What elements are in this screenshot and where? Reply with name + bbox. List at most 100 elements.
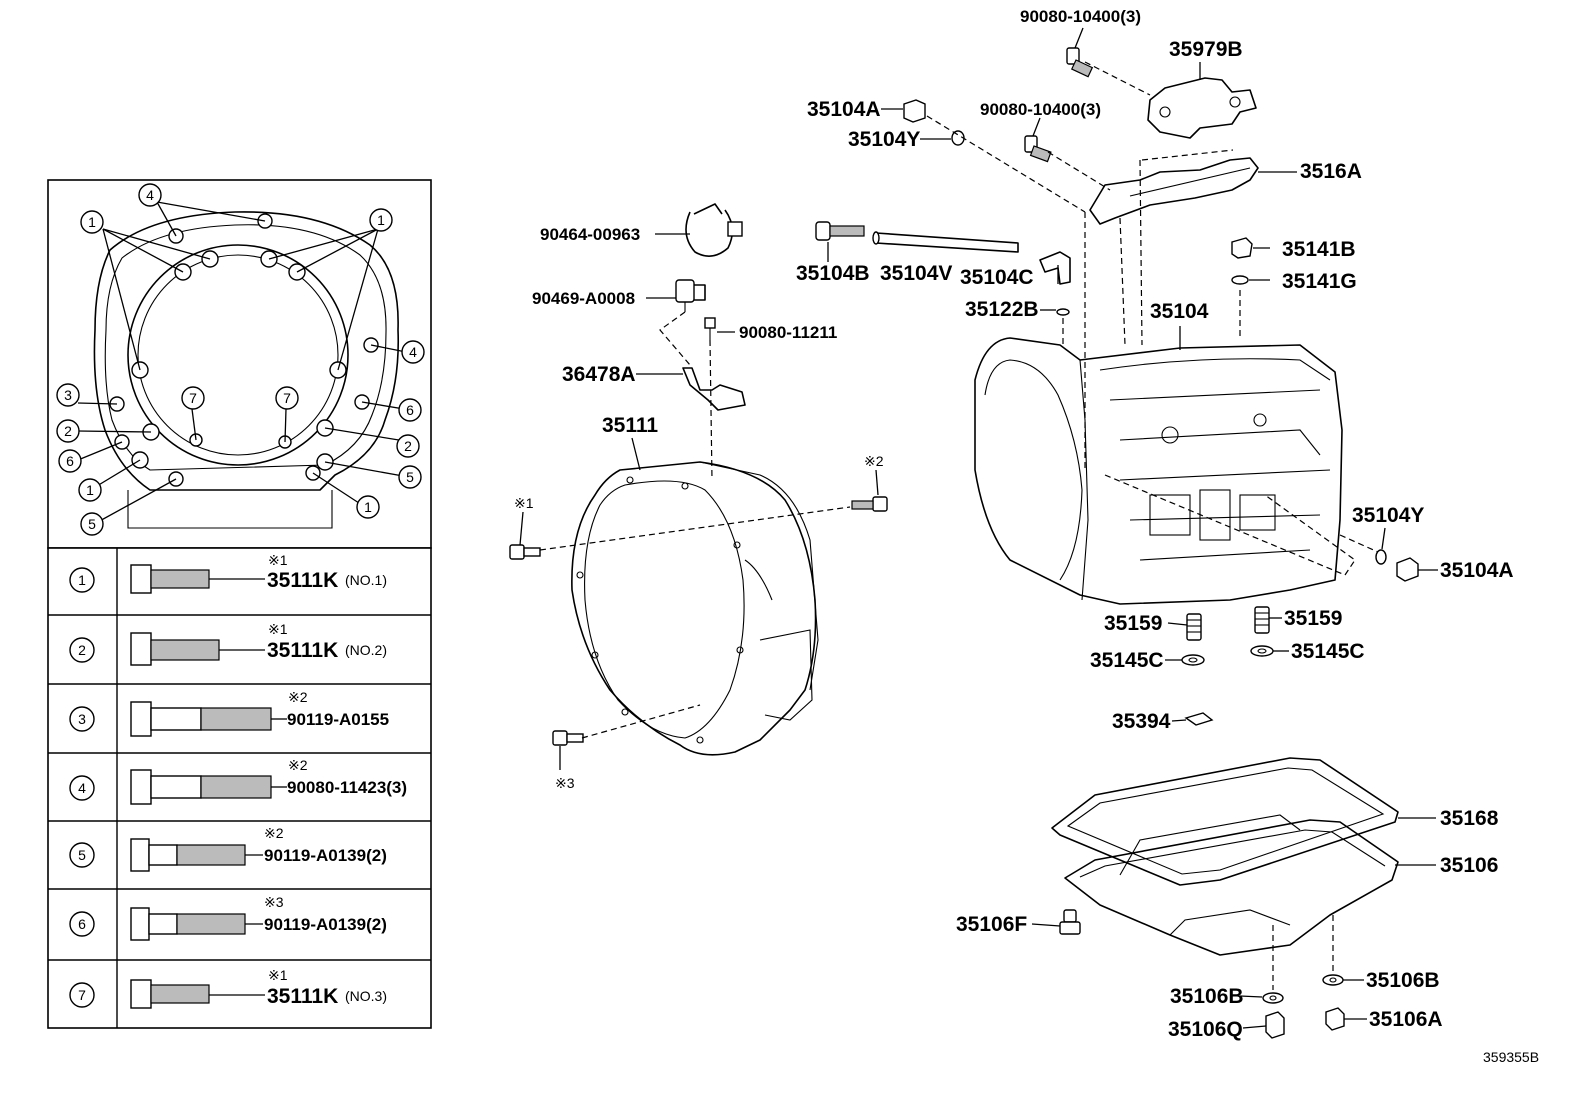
oring-35122B xyxy=(1056,308,1070,316)
label-35104Y-right: 35104Y xyxy=(1352,504,1424,527)
magnet-35394 xyxy=(1184,712,1214,726)
assembly-lines xyxy=(539,61,1379,990)
label-35159-right: 35159 xyxy=(1284,607,1342,630)
washer-35106B-right xyxy=(1322,974,1344,986)
label-note-1: ※1 xyxy=(514,495,534,511)
sensor-bracket-36478A xyxy=(682,317,746,411)
svg-text:※1: ※1 xyxy=(268,552,288,568)
table-row: 1 ※1 35111K (NO.1) xyxy=(69,552,387,594)
label-note-3: ※3 xyxy=(555,775,575,791)
svg-text:90080-11423(3): 90080-11423(3) xyxy=(287,778,407,797)
bracket-35979B xyxy=(1147,77,1257,139)
svg-text:5: 5 xyxy=(78,847,86,863)
callout-7: 7 xyxy=(283,390,291,406)
svg-text:6: 6 xyxy=(78,916,86,932)
pan-gasket-35168 xyxy=(1051,757,1399,886)
bolt-35106F xyxy=(1059,909,1081,935)
tube-35104V xyxy=(872,231,1019,253)
sensor-90469-A0008 xyxy=(675,279,706,312)
drain-plug-35106A xyxy=(1325,1007,1345,1031)
label-35168: 35168 xyxy=(1440,807,1499,830)
table-row: 4 ※2 90080-11423(3) xyxy=(69,757,407,805)
callout-6: 6 xyxy=(406,402,414,418)
plug-35104A-top xyxy=(903,99,926,123)
bell-housing-35111 xyxy=(571,461,819,756)
svg-text:(NO.3): (NO.3) xyxy=(345,988,387,1004)
part-labels: 90080-10400(3) 35979B 35104A 90080-10400… xyxy=(514,7,1514,1041)
label-90080-11211: 90080-11211 xyxy=(739,323,837,342)
label-35104V: 35104V xyxy=(880,262,952,285)
callout-1: 1 xyxy=(86,482,94,498)
table-row: 5 ※2 90119-A0139(2) xyxy=(69,825,387,872)
svg-text:※2: ※2 xyxy=(264,825,284,841)
table-row: 6 ※3 90119-A0139(2) xyxy=(69,894,387,941)
label-35104: 35104 xyxy=(1150,300,1209,323)
svg-text:※2: ※2 xyxy=(288,689,308,705)
oil-pan-35106 xyxy=(1064,814,1399,956)
svg-text:2: 2 xyxy=(78,642,86,658)
label-35104A-right: 35104A xyxy=(1440,559,1514,582)
label-35104B: 35104B xyxy=(796,262,870,285)
leader-lines xyxy=(519,27,1438,1029)
svg-text:35111K: 35111K xyxy=(267,985,338,1008)
label-35106F: 35106F xyxy=(956,913,1027,936)
label-35394: 35394 xyxy=(1112,710,1171,733)
plug-35104B xyxy=(815,221,865,241)
cover-3516A xyxy=(1089,157,1259,225)
svg-text:※2: ※2 xyxy=(288,757,308,773)
svg-text:3: 3 xyxy=(78,711,86,727)
callout-2: 2 xyxy=(404,438,412,454)
bolt-note-1 xyxy=(509,544,541,560)
plug-35159-left xyxy=(1186,613,1202,641)
label-90469-A0008: 90469-A0008 xyxy=(532,289,635,308)
label-35145C-right: 35145C xyxy=(1291,640,1365,663)
label-90080-10400-b: 90080-10400(3) xyxy=(980,100,1101,119)
label-35141G: 35141G xyxy=(1282,270,1357,293)
label-35104Y-top: 35104Y xyxy=(848,128,920,151)
svg-text:7: 7 xyxy=(78,987,86,1003)
table-row: 3 ※2 90119-A0155 xyxy=(69,689,389,737)
label-90080-10400-a: 90080-10400(3) xyxy=(1020,7,1141,26)
plug-35106Q xyxy=(1265,1011,1285,1039)
bolt-note-2 xyxy=(851,496,888,512)
bolt-90080-10400-a xyxy=(1066,47,1094,78)
callout-1: 1 xyxy=(88,214,96,230)
callout-5: 5 xyxy=(88,516,96,532)
diagram-id: 359355B xyxy=(1483,1049,1539,1065)
svg-text:90119-A0139(2): 90119-A0139(2) xyxy=(264,846,387,865)
svg-text:※3: ※3 xyxy=(264,894,284,910)
label-35979B: 35979B xyxy=(1169,38,1243,61)
callout-circles: 1 4 1 4 3 7 7 6 2 2 6 5 1 1 5 xyxy=(56,183,425,536)
bolt-90080-10400-b xyxy=(1024,135,1052,163)
callout-7: 7 xyxy=(189,390,197,406)
label-35122B: 35122B xyxy=(965,298,1039,321)
svg-text:35111K: 35111K xyxy=(267,639,338,662)
plug-35159-right xyxy=(1254,606,1270,634)
clamp-90464-00963 xyxy=(685,203,743,257)
elbow-35104C xyxy=(1039,251,1071,285)
svg-text:(NO.2): (NO.2) xyxy=(345,642,387,658)
svg-text:※1: ※1 xyxy=(268,621,288,637)
washer-35145C-left xyxy=(1181,654,1205,666)
washer-35145C-right xyxy=(1250,645,1274,657)
bolt-note-3 xyxy=(552,730,584,746)
callout-5: 5 xyxy=(406,469,414,485)
washer-35106B-left xyxy=(1262,992,1284,1004)
transmission-case-35104 xyxy=(974,337,1343,605)
label-35104A-top: 35104A xyxy=(807,98,881,121)
label-35141B: 35141B xyxy=(1282,238,1356,261)
plug-35104A-right xyxy=(1396,557,1419,582)
svg-text:※1: ※1 xyxy=(268,967,288,983)
oring-35104Y-right xyxy=(1375,549,1387,565)
callout-6: 6 xyxy=(66,453,74,469)
svg-text:1: 1 xyxy=(78,572,86,588)
callout-1: 1 xyxy=(364,499,372,515)
label-35106A: 35106A xyxy=(1369,1008,1443,1031)
label-35145C-left: 35145C xyxy=(1090,649,1164,672)
label-90464-00963: 90464-00963 xyxy=(540,225,640,244)
callout-4: 4 xyxy=(409,344,417,360)
callout-3: 3 xyxy=(64,387,72,403)
oring-35141G xyxy=(1231,275,1249,285)
label-3516A: 3516A xyxy=(1300,160,1362,183)
